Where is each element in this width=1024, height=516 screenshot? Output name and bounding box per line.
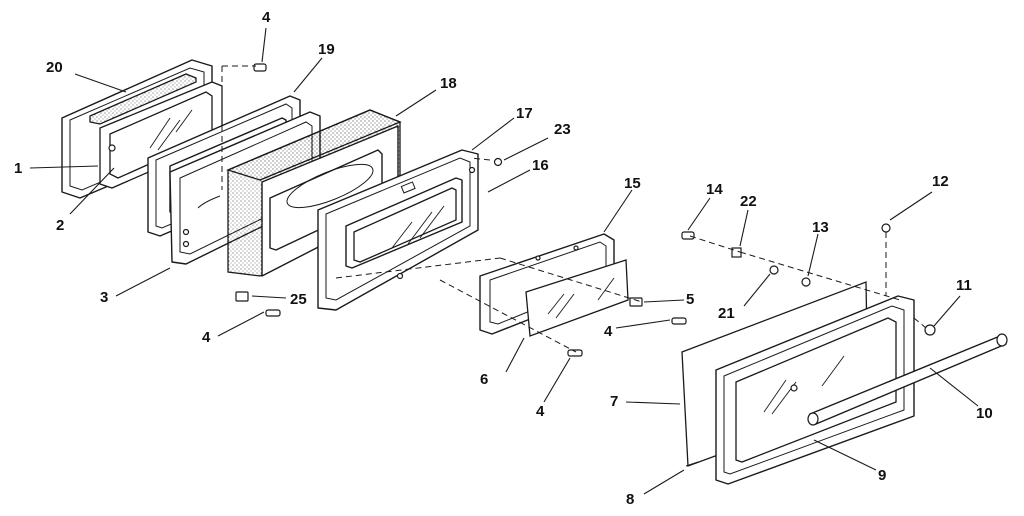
part-23-screw xyxy=(493,157,503,167)
callout-4-bottom: 4 xyxy=(536,403,545,420)
part-13-screw xyxy=(801,277,811,287)
callout-20: 20 xyxy=(46,59,63,76)
callout-12: 12 xyxy=(932,173,949,190)
callout-6: 6 xyxy=(480,371,488,388)
part-21-screw xyxy=(769,265,779,275)
callout-13: 13 xyxy=(812,219,829,236)
callout-4-top: 4 xyxy=(262,9,271,26)
part-4-clip-right xyxy=(671,317,687,325)
part-4-clip-bottom xyxy=(567,349,583,357)
part-6-window-glass xyxy=(525,259,629,337)
callout-25: 25 xyxy=(290,291,307,308)
callout-4-left: 4 xyxy=(202,329,211,346)
part-4-clip-left xyxy=(265,309,281,317)
callout-4-right: 4 xyxy=(604,323,613,340)
part-25-clip xyxy=(235,291,249,302)
part-17-inner-liner xyxy=(317,149,479,311)
callout-17: 17 xyxy=(516,105,533,122)
callout-15: 15 xyxy=(624,175,641,192)
part-5-clip xyxy=(629,297,643,307)
callout-11: 11 xyxy=(956,277,972,294)
callout-8: 8 xyxy=(626,491,634,508)
part-8-strip xyxy=(685,461,699,467)
callout-5: 5 xyxy=(686,291,694,308)
callout-23: 23 xyxy=(554,121,571,138)
hardware-parts xyxy=(235,63,936,467)
callout-9: 9 xyxy=(878,467,886,484)
callout-16: 16 xyxy=(532,157,549,174)
callout-18: 18 xyxy=(440,75,457,92)
callout-14: 14 xyxy=(706,181,723,198)
callout-1: 1 xyxy=(14,160,22,177)
callout-7: 7 xyxy=(610,393,618,410)
callout-21: 21 xyxy=(718,305,735,322)
callout-22: 22 xyxy=(740,193,757,210)
part-12-screw xyxy=(881,223,891,233)
part-18-insulation xyxy=(226,109,402,277)
callout-2: 2 xyxy=(56,217,64,234)
part-14-clip xyxy=(681,231,695,240)
part-10-handle-bar xyxy=(807,333,1008,426)
assembly-lines xyxy=(221,65,927,353)
part-2-inner-glass xyxy=(99,81,223,189)
callout-3: 3 xyxy=(100,289,108,306)
part-9-outer-frame xyxy=(715,295,915,485)
part-11-cap xyxy=(924,324,936,336)
callout-labels: 20 1 2 3 4 19 18 17 23 16 15 25 4 5 4 6 … xyxy=(14,9,993,508)
callout-10: 10 xyxy=(976,405,993,422)
part-4-clip-top xyxy=(253,63,267,72)
leader-lines xyxy=(29,27,979,495)
callout-19: 19 xyxy=(318,41,335,58)
